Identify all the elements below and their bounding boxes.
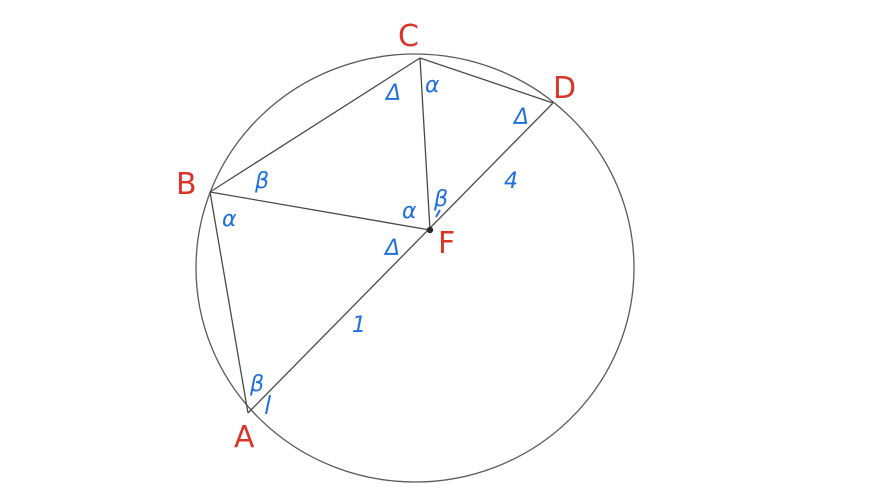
label-point-c: C xyxy=(398,19,419,54)
angle-mark-f-alpha: α xyxy=(402,199,417,224)
segment-tick-a xyxy=(265,394,271,415)
label-point-a: A xyxy=(234,420,255,455)
label-point-b: B xyxy=(176,167,197,202)
segment-label-af: 1 xyxy=(352,313,366,338)
angle-mark-d: Δ xyxy=(512,105,529,130)
point-f-dot xyxy=(426,226,434,234)
angle-mark-a: β xyxy=(249,372,264,397)
segment-ad xyxy=(247,102,554,414)
angle-mark-f-beta: β xyxy=(433,187,448,212)
angle-mark-b-upper: β xyxy=(254,169,269,194)
angle-mark-f-delta: Δ xyxy=(383,236,400,261)
segment-ba xyxy=(209,191,249,414)
angle-mark-c-right: α xyxy=(425,73,440,98)
circumcircle xyxy=(195,53,635,483)
angle-mark-b-lower: α xyxy=(222,207,237,232)
segment-cd xyxy=(419,57,554,104)
segment-tick-f xyxy=(435,209,441,218)
label-point-f: F xyxy=(438,226,455,261)
segment-label-fd: 4 xyxy=(504,169,518,194)
segment-bf xyxy=(209,191,431,231)
angle-mark-c-left: Δ xyxy=(384,81,401,106)
segment-cf xyxy=(419,57,431,231)
segment-cb xyxy=(209,57,421,193)
label-point-d: D xyxy=(553,71,576,106)
